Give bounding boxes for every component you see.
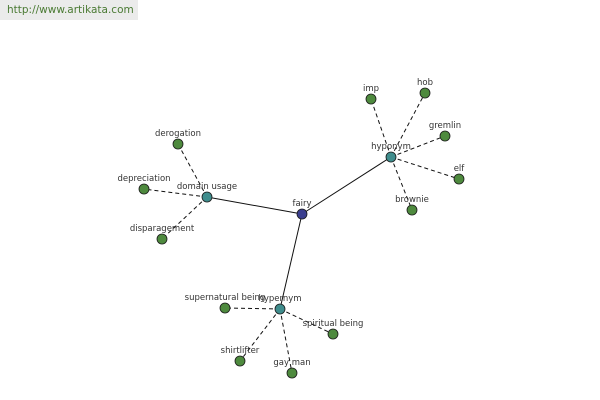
edge-domain-usage-disparagement <box>161 196 208 240</box>
edge-hyponym-elf <box>390 156 460 180</box>
graph-edges <box>143 92 460 374</box>
node-label-gay-man[interactable]: gay man <box>273 358 310 368</box>
node-hob[interactable] <box>419 87 431 99</box>
node-derogation[interactable] <box>172 138 184 150</box>
node-label-spiritual-being[interactable]: spiritual being <box>303 319 364 329</box>
edge-fairy-domain-usage <box>206 196 303 215</box>
source-url-link[interactable]: http://www.artikata.com <box>0 0 138 20</box>
node-gay-man[interactable] <box>286 367 298 379</box>
node-shirtlifter[interactable] <box>234 355 246 367</box>
node-gremlin[interactable] <box>439 130 451 142</box>
node-label-hyponym[interactable]: hyponym <box>371 142 411 152</box>
node-hyponym[interactable] <box>385 151 397 163</box>
edge-fairy-hypernym <box>279 213 303 310</box>
graph-labels: derogation depreciation disparagement imp ho… <box>117 78 465 368</box>
node-label-domain-usage[interactable]: domain usage <box>177 182 237 192</box>
edge-hypernym-shirtlifter <box>239 308 281 362</box>
node-label-elf[interactable]: elf <box>454 164 466 174</box>
node-label-supernatural-being[interactable]: supernatural being <box>185 293 266 303</box>
node-domain-usage[interactable] <box>201 191 213 203</box>
node-supernatural-being[interactable] <box>219 302 231 314</box>
node-disparagement[interactable] <box>156 233 168 245</box>
edge-domain-usage-depreciation <box>143 188 208 198</box>
graph-nodes <box>138 87 465 379</box>
edge-hyponym-imp <box>370 98 392 158</box>
node-imp[interactable] <box>365 93 377 105</box>
node-fairy[interactable] <box>296 208 308 220</box>
edge-hyponym-hob <box>390 92 426 158</box>
node-brownie[interactable] <box>406 204 418 216</box>
edge-hypernym-spiritual-being <box>279 308 334 335</box>
node-label-imp[interactable]: imp <box>363 84 379 94</box>
node-depreciation[interactable] <box>138 183 150 195</box>
node-label-derogation[interactable]: derogation <box>155 129 201 139</box>
node-label-gremlin[interactable]: gremlin <box>429 121 461 131</box>
node-label-disparagement[interactable]: disparagement <box>130 224 195 234</box>
edge-hypernym-supernatural-being <box>224 307 281 310</box>
edge-domain-usage-derogation <box>177 143 208 198</box>
node-elf[interactable] <box>453 173 465 185</box>
edge-hypernym-gay-man <box>279 308 293 374</box>
edge-fairy-hyponym <box>301 156 392 215</box>
edge-hyponym-brownie <box>390 156 413 211</box>
node-label-fairy[interactable]: fairy <box>292 199 311 209</box>
node-spiritual-being[interactable] <box>327 328 339 340</box>
node-label-brownie[interactable]: brownie <box>395 195 429 205</box>
node-hypernym[interactable] <box>274 303 286 315</box>
node-label-hypernym[interactable]: hypernym <box>258 294 301 304</box>
edge-hyponym-gremlin <box>390 135 446 158</box>
node-label-shirtlifter[interactable]: shirtlifter <box>221 346 260 356</box>
node-label-depreciation[interactable]: depreciation <box>117 174 170 184</box>
node-label-hob[interactable]: hob <box>417 78 433 88</box>
